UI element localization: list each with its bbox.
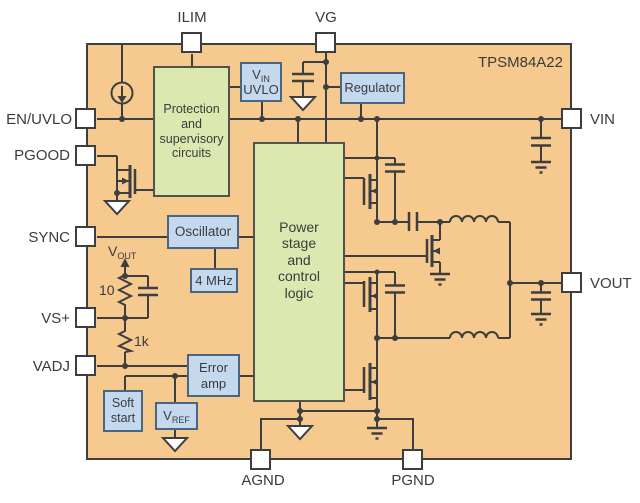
power-stage-line5: logic: [284, 284, 314, 301]
error-amp-line2: amp: [200, 375, 227, 391]
inductor-bottom: [449, 331, 499, 339]
soft-start-line1: Soft: [111, 396, 135, 411]
mosfet-channel-bars: [128, 165, 434, 400]
oscillator-block: Oscillator: [167, 215, 239, 249]
ilim-label: ILIM: [177, 9, 207, 26]
vout-net-label: VOUT: [108, 243, 137, 261]
protection-block: Protection and supervisory circuits: [153, 66, 230, 197]
device-title: TPSM84A22: [477, 54, 563, 71]
vout-arrow-icon: [120, 258, 130, 267]
mosfet-arrow-icons: [122, 177, 440, 386]
power-stage-block: Power stage and control logic: [253, 142, 345, 402]
protection-line3: supervisory: [159, 131, 224, 146]
resistor-1k: [116, 330, 135, 353]
current-source-icon: [110, 81, 134, 105]
vs-label: VS+: [41, 310, 70, 327]
pgood-label: PGOOD: [14, 147, 70, 164]
power-stage-line1: Power: [279, 218, 319, 235]
mosfet-stubs: [370, 179, 440, 399]
pin-ilim: [181, 32, 202, 53]
vin-uvlo-block: VIN UVLO: [240, 62, 282, 102]
regulator-block: Regulator: [340, 72, 405, 104]
junction-dots: [114, 59, 544, 422]
en-uvlo-label: EN/UVLO: [6, 111, 72, 128]
pin-vout: [561, 272, 582, 293]
soft-start-block: Soft start: [103, 390, 143, 432]
error-amp-line1: Error: [199, 360, 228, 376]
analog-ground-icons: [102, 96, 318, 453]
pin-vg: [315, 32, 336, 53]
vin-uvlo-line2: UVLO: [243, 82, 279, 97]
pin-pgood: [75, 145, 96, 166]
vin-uvlo-line1: VIN: [252, 66, 270, 84]
sync-label: SYNC: [28, 229, 70, 246]
resistor-1k-label: 1k: [134, 333, 149, 349]
mosfet-gate-bars: [133, 169, 429, 393]
pin-vs: [75, 307, 96, 328]
pin-sync: [75, 226, 96, 247]
power-stage-line3: and: [287, 251, 311, 268]
power-ground-icons: [367, 160, 551, 440]
vg-label: VG: [315, 9, 337, 26]
protection-line2: and: [181, 116, 202, 131]
pin-en-uvlo: [75, 108, 96, 129]
power-stage-line2: stage: [281, 235, 317, 252]
vout-label: VOUT: [590, 275, 632, 292]
agnd-label: AGND: [241, 472, 285, 489]
vref-label: VREF: [163, 408, 190, 426]
freq-label: 4 MHz: [195, 272, 233, 288]
vadj-label: VADJ: [32, 358, 70, 375]
error-amp-block: Error amp: [187, 354, 240, 397]
soft-start-line2: start: [110, 411, 136, 425]
regulator-label: Regulator: [344, 80, 401, 96]
pin-agnd: [250, 449, 271, 470]
power-stage-line4: control: [277, 268, 321, 285]
freq-4mhz-block: 4 MHz: [190, 268, 238, 293]
pin-vin: [561, 108, 582, 129]
resistor-10-label: 10: [99, 282, 115, 298]
pgnd-label: PGND: [391, 472, 435, 489]
wire-net: [97, 44, 562, 449]
protection-line4: circuits: [172, 146, 211, 161]
inductor-top: [449, 215, 499, 223]
pin-vadj: [75, 355, 96, 376]
vref-block: VREF: [155, 402, 198, 430]
vin-label: VIN: [590, 111, 616, 128]
oscillator-label: Oscillator: [174, 224, 232, 240]
pin-pgnd: [402, 449, 423, 470]
protection-line1: Protection: [163, 102, 220, 116]
capacitor-plates: [138, 72, 551, 301]
